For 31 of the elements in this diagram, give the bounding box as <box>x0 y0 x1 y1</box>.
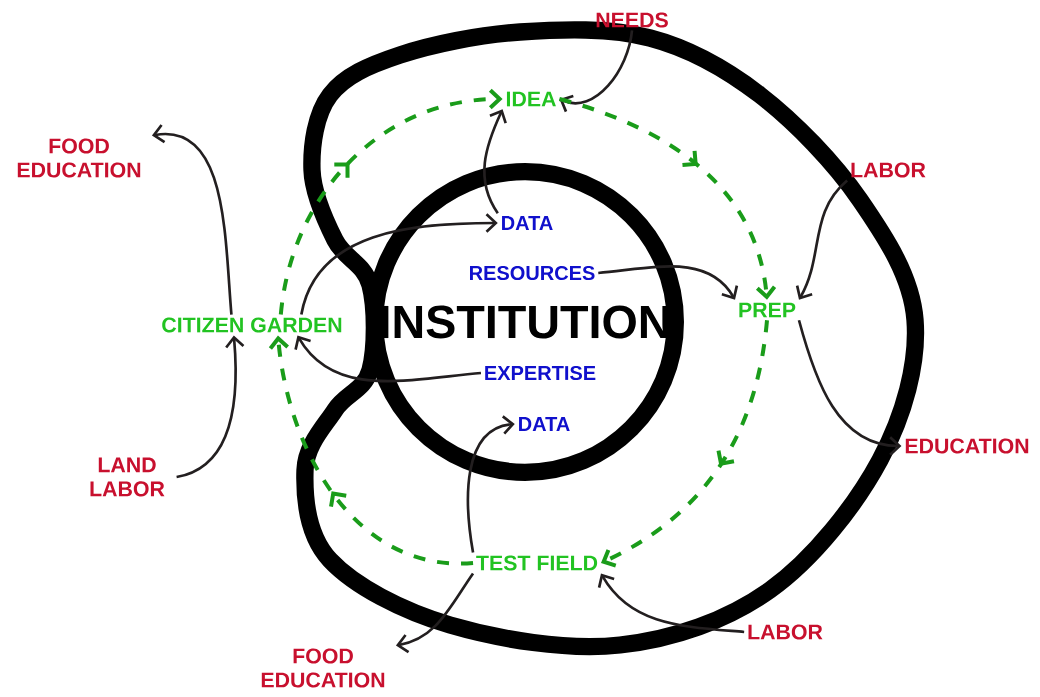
stage-label: PREP <box>739 302 796 318</box>
arrow <box>797 319 902 456</box>
arrow <box>483 109 507 214</box>
resource-label: RESOURCES <box>470 265 595 281</box>
arrow <box>395 572 475 654</box>
arrow <box>294 335 482 383</box>
arrow <box>466 415 515 553</box>
output-label: EDUCATION <box>905 438 1029 454</box>
output-label: FOOD EDUCATION <box>261 648 385 688</box>
arrow <box>598 265 739 300</box>
input-label: LAND LABOR <box>90 457 165 497</box>
input-label: NEEDS <box>596 12 668 28</box>
arrow <box>300 213 498 315</box>
dashed-arrow <box>600 320 769 568</box>
dashed-arrow <box>558 97 777 300</box>
resource-label: EXPERTISE <box>485 365 596 381</box>
arrow <box>795 179 849 300</box>
stage-label: IDEA <box>506 91 556 107</box>
arrow <box>597 573 745 634</box>
arrow <box>176 335 245 479</box>
arrow <box>559 30 634 113</box>
arrow <box>151 124 233 315</box>
output-label: FOOD EDUCATION <box>17 138 141 178</box>
stage-label: TEST FIELD <box>476 555 598 571</box>
dashed-arrow <box>268 335 474 565</box>
input-label: LABOR <box>851 162 926 178</box>
dashed-arrow <box>278 88 503 315</box>
stage-label: CITIZEN GARDEN <box>162 317 342 333</box>
resource-label: DATA <box>519 417 570 431</box>
input-label: LABOR <box>748 624 823 640</box>
resource-label: DATA <box>502 216 553 230</box>
